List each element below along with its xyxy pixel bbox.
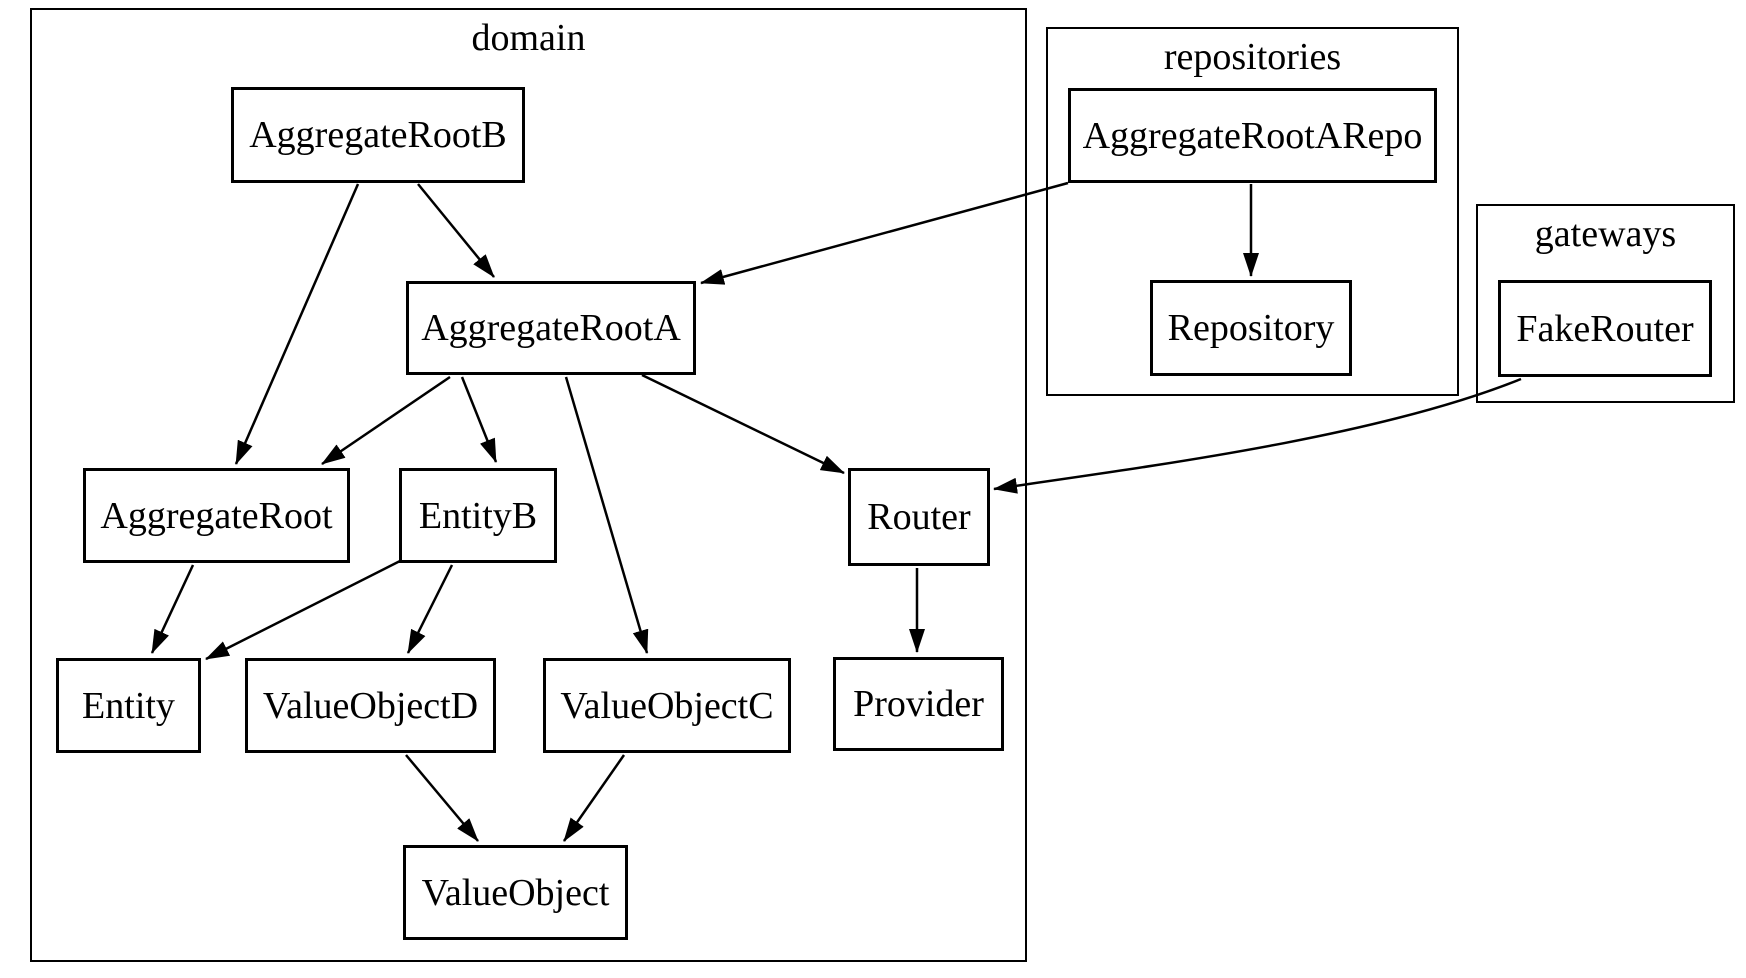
node-fake-router: FakeRouter — [1498, 280, 1712, 377]
cluster-repositories-label: repositories — [1163, 36, 1342, 78]
node-label: Entity — [82, 684, 175, 727]
node-provider: Provider — [833, 657, 1004, 751]
node-aggregate-root-a-repo: AggregateRootARepo — [1068, 88, 1437, 183]
node-label: AggregateRootARepo — [1082, 114, 1423, 157]
node-aggregate-root-b: AggregateRootB — [231, 87, 525, 183]
node-label: EntityB — [418, 494, 538, 537]
node-label: Router — [867, 496, 971, 538]
node-label: ValueObjectD — [262, 684, 479, 727]
node-router: Router — [848, 468, 990, 566]
node-label: AggregateRootA — [421, 307, 681, 349]
cluster-gateways-label: gateways — [1534, 213, 1677, 255]
node-label: Provider — [853, 683, 984, 725]
node-aggregate-root-a: AggregateRootA — [406, 281, 696, 375]
node-label: AggregateRootB — [249, 114, 507, 156]
node-value-object-d: ValueObjectD — [245, 658, 496, 753]
node-label: AggregateRoot — [100, 494, 333, 537]
node-value-object: ValueObject — [403, 845, 628, 940]
node-label: ValueObjectC — [560, 684, 774, 727]
node-label: Repository — [1167, 307, 1335, 349]
node-label: FakeRouter — [1516, 307, 1694, 350]
node-entity: Entity — [56, 658, 201, 753]
node-repository: Repository — [1150, 280, 1352, 376]
node-entity-b: EntityB — [399, 468, 557, 563]
cluster-domain-label: domain — [471, 17, 586, 59]
cluster-gateways: gateways — [1476, 204, 1735, 403]
node-label: ValueObject — [421, 871, 610, 914]
node-aggregate-root: AggregateRoot — [83, 468, 350, 563]
node-value-object-c: ValueObjectC — [543, 658, 791, 753]
